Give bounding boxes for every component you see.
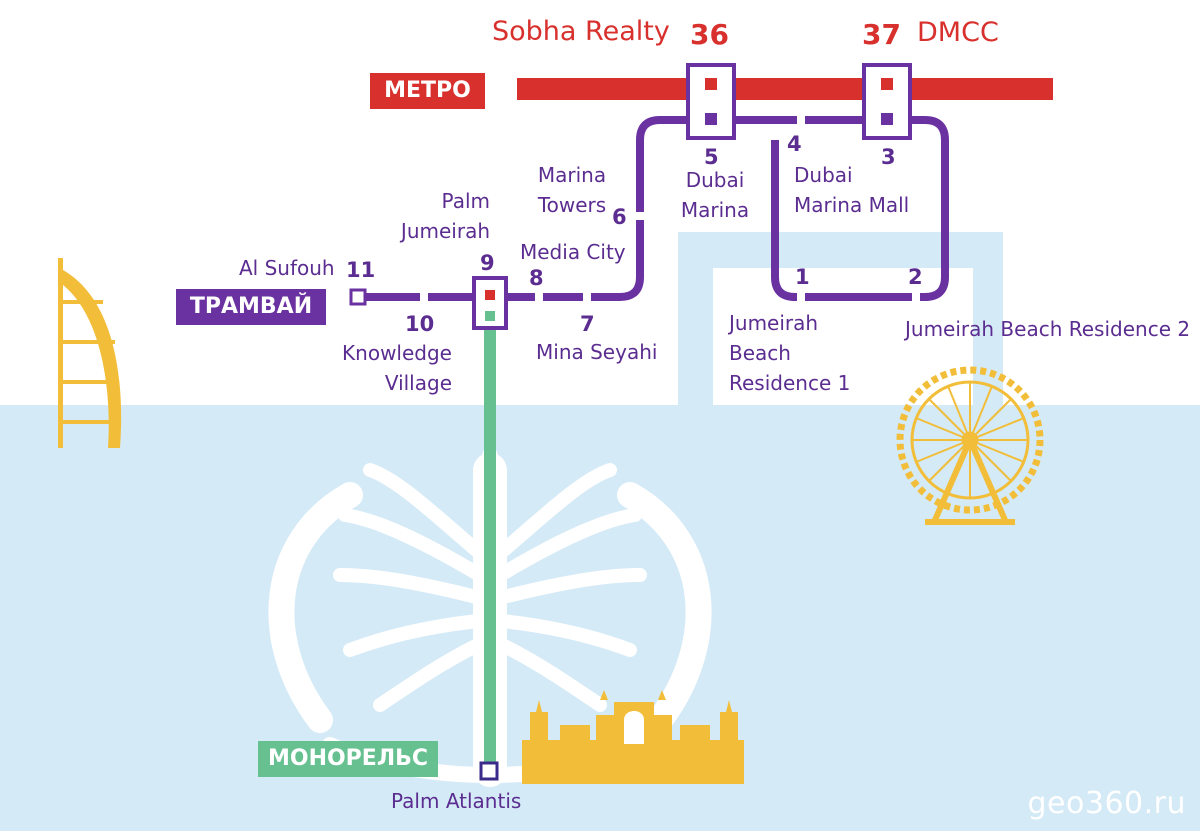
tram-station-number-9: 9 — [480, 251, 495, 275]
interchange-sobha-dubai-marina — [686, 63, 736, 140]
tram-stop-marker-6 — [636, 212, 644, 220]
metro-station-sobha-realty: Sobha Realty — [492, 16, 670, 47]
monorail-terminus-palm-atlantis — [479, 761, 499, 781]
tram-stop-marker-7 — [583, 293, 591, 301]
tram-station-name-al-sufouh: Al Sufouh — [239, 256, 335, 280]
ferris-wheel-icon — [896, 366, 1044, 525]
metro-station-dmcc: DMCC — [917, 17, 999, 48]
tram-station-name-palm-jumeirah: Palm Jumeirah — [400, 189, 490, 243]
tram-stop-marker-10 — [420, 293, 428, 301]
burj-al-arab-icon — [58, 258, 122, 448]
tram-station-number-3: 3 — [881, 145, 896, 169]
tram-station-number-4: 4 — [787, 132, 802, 156]
metro-station-number-37: 37 — [862, 18, 901, 51]
tram-badge: ТРАМВАЙ — [176, 289, 326, 325]
tram-station-name-jbr2: Jumeirah Beach Residence 2 — [905, 317, 1191, 341]
atlantis-hotel-icon — [522, 690, 744, 784]
tram-stop-marker-1 — [797, 293, 805, 301]
tram-stop-marker-4 — [797, 116, 805, 124]
tram-station-name-media-city: Media City — [520, 240, 626, 264]
metro-station-number-36: 36 — [690, 18, 729, 51]
marina-channel — [678, 232, 1003, 410]
tram-stop-marker-2 — [912, 293, 920, 301]
tram-station-number-7: 7 — [580, 312, 595, 336]
tram-terminus-al-sufouh — [349, 288, 367, 306]
tram-station-name-knowledge-village: Knowledge Village — [342, 341, 452, 395]
tram-line — [358, 116, 949, 301]
tram-station-number-1: 1 — [795, 265, 810, 289]
tram-station-number-2: 2 — [908, 265, 923, 289]
watermark: geo360.ru — [1027, 786, 1186, 821]
tram-station-name-marina-towers: Marina Towers — [537, 163, 607, 217]
metro-line — [517, 78, 1053, 100]
tram-station-number-10: 10 — [405, 312, 435, 336]
tram-station-name-dubai-marina-mall: Dubai Marina Mall — [794, 163, 910, 217]
tram-station-name-mina-seyahi: Mina Seyahi — [536, 340, 658, 364]
palm-island — [268, 439, 712, 787]
tram-station-number-11: 11 — [346, 258, 376, 282]
monorail-line — [484, 320, 496, 770]
tram-stop-marker-8 — [535, 293, 543, 301]
tram-station-name-jbr1: Jumeirah Beach Residence 1 — [729, 311, 851, 395]
tram-station-number-6: 6 — [612, 205, 627, 229]
interchange-palm-jumeirah — [472, 276, 508, 330]
tram-station-number-5: 5 — [704, 145, 719, 169]
interchange-dmcc-marina-mall — [862, 63, 912, 140]
tram-station-name-dubai-marina: Dubai Marina — [680, 168, 750, 222]
metro-badge: МЕТРО — [370, 73, 485, 109]
monorail-badge: МОНОРЕЛЬС — [258, 741, 438, 777]
monorail-station-name-palm-atlantis: Palm Atlantis — [391, 789, 522, 813]
tram-station-number-8: 8 — [529, 266, 544, 290]
